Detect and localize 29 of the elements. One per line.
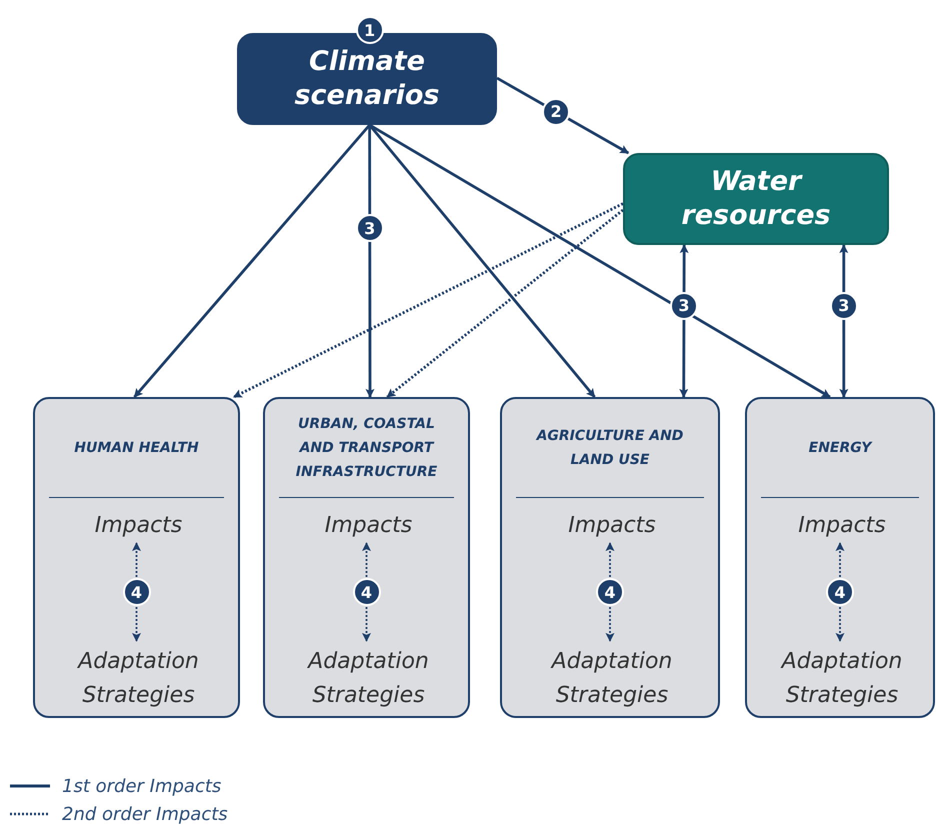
sector-heading: HUMAN HEALTH (74, 439, 199, 458)
stage-label: Impacts (568, 512, 656, 540)
stage-label: Impacts (94, 512, 182, 540)
arrow (386, 208, 624, 398)
stage-label: Adaptation Strategies (76, 648, 200, 710)
arrow (232, 202, 624, 398)
step-number: 2 (542, 98, 570, 126)
legend-label: 1st order Impacts (62, 776, 222, 796)
sector-heading: AGRICULTURE AND LAND USE (534, 427, 684, 470)
sector-box (263, 397, 470, 718)
stage-label: Impacts (798, 512, 886, 540)
resource-box: Water resources (623, 153, 889, 245)
stage-label: Adaptation Strategies (306, 648, 430, 710)
arrow (133, 124, 371, 398)
stage-label: Adaptation Strategies (780, 648, 904, 710)
step-number: 3 (670, 292, 698, 320)
stage-label: Impacts (324, 512, 412, 540)
sector-box (500, 397, 720, 718)
sector-box (33, 397, 240, 718)
sector-heading: URBAN, COASTAL AND TRANSPORT INFRASTRUCTURE (294, 415, 438, 482)
stage-label: Adaptation Strategies (550, 648, 674, 710)
step-number: 1 (356, 16, 384, 44)
sector-heading: ENERGY (808, 439, 872, 458)
arrow (368, 124, 831, 398)
legend-label: 2nd order Impacts (62, 804, 228, 824)
step-number: 3 (356, 214, 384, 242)
sector-box (745, 397, 935, 718)
step-number: 3 (830, 292, 858, 320)
arrow (366, 125, 374, 398)
